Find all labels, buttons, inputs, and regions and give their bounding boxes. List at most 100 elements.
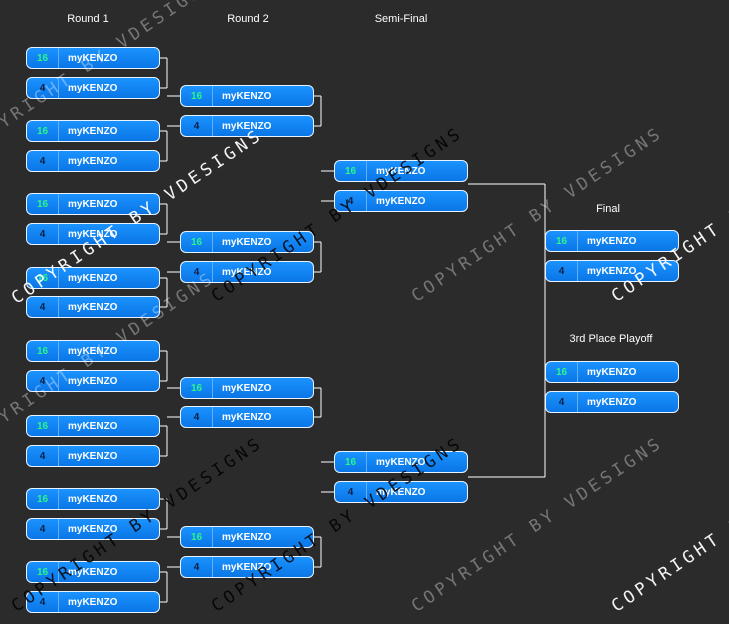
seed-number: 16 [546, 231, 578, 251]
team-name: myKENZO [68, 345, 118, 357]
round1-team-11[interactable]: 16 myKENZO [26, 415, 160, 437]
team-name: myKENZO [68, 125, 118, 137]
seed-number: 16 [181, 527, 213, 547]
semifinal-team-4[interactable]: 4 myKENZO [334, 481, 468, 503]
team-name: myKENZO [68, 272, 118, 284]
round1-team-3[interactable]: 16 myKENZO [26, 120, 160, 142]
seed-number: 4 [335, 482, 367, 502]
semifinal-team-1[interactable]: 16 myKENZO [334, 160, 468, 182]
round2-label: Round 2 [227, 13, 269, 25]
round1-team-13[interactable]: 16 myKENZO [26, 488, 160, 510]
round1-team-5[interactable]: 16 myKENZO [26, 193, 160, 215]
team-name: myKENZO [222, 531, 272, 543]
round2-team-8[interactable]: 4 myKENZO [180, 556, 314, 578]
team-name: myKENZO [68, 82, 118, 94]
seed-number: 16 [335, 161, 367, 181]
team-name: myKENZO [222, 90, 272, 102]
round2-team-2[interactable]: 4 myKENZO [180, 115, 314, 137]
third-place-team-1[interactable]: 16 myKENZO [545, 361, 679, 383]
seed-number: 4 [27, 371, 59, 391]
seed-number: 4 [27, 78, 59, 98]
seed-number: 4 [181, 116, 213, 136]
round1-team-12[interactable]: 4 myKENZO [26, 445, 160, 467]
seed-number: 4 [181, 557, 213, 577]
seed-number: 4 [27, 297, 59, 317]
team-name: myKENZO [68, 301, 118, 313]
team-name: myKENZO [376, 165, 426, 177]
seed-number: 4 [27, 592, 59, 612]
team-name: myKENZO [68, 155, 118, 167]
round1-team-1[interactable]: 16 myKENZO [26, 47, 160, 69]
seed-number: 16 [27, 562, 59, 582]
seed-number: 16 [27, 268, 59, 288]
round1-team-16[interactable]: 4 myKENZO [26, 591, 160, 613]
team-name: myKENZO [222, 561, 272, 573]
team-name: myKENZO [222, 382, 272, 394]
seed-number: 16 [181, 86, 213, 106]
team-name: myKENZO [222, 120, 272, 132]
seed-number: 16 [27, 416, 59, 436]
round1-team-2[interactable]: 4 myKENZO [26, 77, 160, 99]
seed-number: 4 [546, 392, 578, 412]
team-name: myKENZO [222, 266, 272, 278]
team-name: myKENZO [376, 195, 426, 207]
team-name: myKENZO [68, 420, 118, 432]
seed-number: 4 [335, 191, 367, 211]
team-name: myKENZO [68, 596, 118, 608]
round2-team-1[interactable]: 16 myKENZO [180, 85, 314, 107]
round1-label: Round 1 [67, 13, 109, 25]
round1-team-9[interactable]: 16 myKENZO [26, 340, 160, 362]
team-name: myKENZO [68, 523, 118, 535]
round1-team-8[interactable]: 4 myKENZO [26, 296, 160, 318]
round2-team-5[interactable]: 16 myKENZO [180, 377, 314, 399]
team-name: myKENZO [222, 236, 272, 248]
semifinal-label: Semi-Final [374, 13, 428, 25]
final-label: Final [596, 203, 620, 215]
round1-team-14[interactable]: 4 myKENZO [26, 518, 160, 540]
team-name: myKENZO [587, 265, 637, 277]
seed-number: 16 [27, 48, 59, 68]
team-name: myKENZO [587, 235, 637, 247]
team-name: myKENZO [68, 228, 118, 240]
team-name: myKENZO [68, 493, 118, 505]
seed-number: 16 [335, 452, 367, 472]
team-name: myKENZO [587, 366, 637, 378]
team-name: myKENZO [68, 450, 118, 462]
round2-team-7[interactable]: 16 myKENZO [180, 526, 314, 548]
round1-team-4[interactable]: 4 myKENZO [26, 150, 160, 172]
seed-number: 16 [27, 121, 59, 141]
seed-number: 4 [27, 446, 59, 466]
round2-team-3[interactable]: 16 myKENZO [180, 231, 314, 253]
seed-number: 16 [546, 362, 578, 382]
team-name: myKENZO [68, 52, 118, 64]
team-name: myKENZO [68, 566, 118, 578]
seed-number: 4 [181, 262, 213, 282]
round2-team-4[interactable]: 4 myKENZO [180, 261, 314, 283]
third-place-label: 3rd Place Playoff [569, 333, 653, 345]
seed-number: 16 [27, 341, 59, 361]
seed-number: 16 [27, 489, 59, 509]
seed-number: 16 [181, 232, 213, 252]
seed-number: 4 [181, 407, 213, 427]
team-name: myKENZO [68, 198, 118, 210]
round1-team-7[interactable]: 16 myKENZO [26, 267, 160, 289]
round1-team-15[interactable]: 16 myKENZO [26, 561, 160, 583]
semifinal-team-2[interactable]: 4 myKENZO [334, 190, 468, 212]
semifinal-team-3[interactable]: 16 myKENZO [334, 451, 468, 473]
team-name: myKENZO [68, 375, 118, 387]
final-team-2[interactable]: 4 myKENZO [545, 260, 679, 282]
team-name: myKENZO [376, 456, 426, 468]
round2-team-6[interactable]: 4 myKENZO [180, 406, 314, 428]
seed-number: 16 [27, 194, 59, 214]
seed-number: 4 [27, 519, 59, 539]
final-team-1[interactable]: 16 myKENZO [545, 230, 679, 252]
team-name: myKENZO [222, 411, 272, 423]
copyright-watermark: COPYRIGHT BY VDESIGNS [608, 433, 729, 617]
seed-number: 4 [27, 151, 59, 171]
round1-team-10[interactable]: 4 myKENZO [26, 370, 160, 392]
seed-number: 16 [181, 378, 213, 398]
team-name: myKENZO [376, 486, 426, 498]
seed-number: 4 [546, 261, 578, 281]
